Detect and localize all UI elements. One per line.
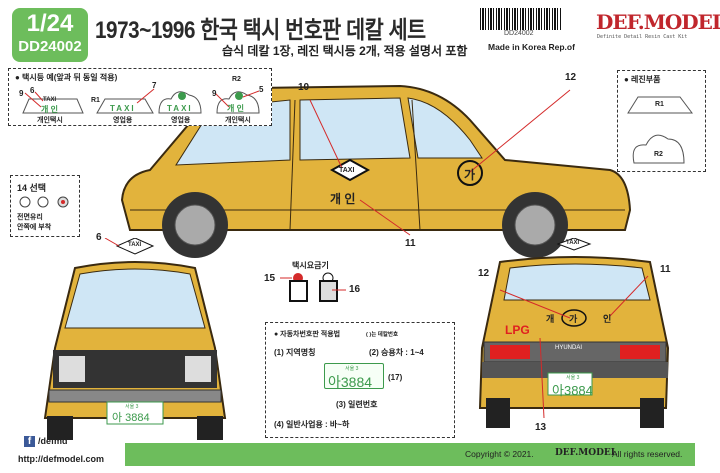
website-link[interactable]: http://defmodel.com (18, 454, 104, 464)
rear-brand: HYUNDAI (555, 345, 583, 351)
rights-text: All rights reserved. (612, 449, 683, 459)
footer-logo: DEF.MODEL (555, 448, 618, 458)
plate-number: 아3884 (328, 374, 373, 390)
meter-heading: 택시요금기 (292, 261, 329, 270)
rear-text-right: 인 (603, 314, 612, 324)
plate-box-note: ( )는 데칼번호 (366, 332, 399, 338)
barcode (480, 8, 562, 30)
taxi-lamp-examples-box: ● 택시등 예(앞과 뒤 동일 적용) 9 6 R1 7 9 R2 5 TAXI… (8, 68, 272, 126)
facebook-icon: f (24, 436, 35, 447)
side-circle-char: 가 (464, 168, 476, 182)
footer-bar: Copyright © 2021. DEF.MODEL All rights r… (125, 443, 695, 466)
rear-callout-12: 12 (478, 268, 490, 279)
rear-lpg-text: LPG (505, 323, 530, 337)
lamp-1-text: 개 인 (41, 105, 58, 114)
lamp-2-text: TAXI (110, 104, 136, 113)
front-lamp-text: TAXI (128, 242, 142, 248)
sticker-icons (19, 196, 69, 208)
rear-circle-char: 가 (569, 314, 578, 324)
rear-callout-13: 13 (535, 422, 547, 433)
side-callout-11: 11 (405, 238, 416, 249)
meter-callout-15: 15 (264, 273, 276, 284)
callout-9: 9 (19, 89, 24, 98)
front-callout-6: 6 (96, 232, 102, 243)
facebook-handle[interactable]: /defmd (38, 436, 68, 446)
page-title: 1973~1996 한국 택시 번호판 데칼 세트 (95, 17, 426, 44)
front-plate-top: 서울 3 (125, 404, 139, 410)
lamp-3-text: TAXI (167, 104, 193, 113)
resin-parts-box: ● 레진부품 R1 R2 (617, 70, 706, 172)
selection-note-2: 안쪽에 부착 (17, 224, 52, 231)
plate-item-3: (3) 일련번호 (336, 400, 378, 409)
callout-6: 6 (30, 86, 35, 95)
plate-region: 서울 3 (345, 366, 359, 372)
callout-7: 7 (152, 81, 157, 90)
callout-5: 5 (259, 85, 264, 94)
lamp-1-top: TAXI (43, 97, 57, 103)
copyright-text: Copyright © 2021. (465, 449, 534, 459)
lamp-2-caption: 영업용 (113, 117, 133, 124)
taxi-meter-icons (280, 272, 346, 302)
product-code: DD24002 (18, 38, 82, 55)
scale-label: 1/24 (26, 10, 74, 37)
resin-box-heading: ● 레진부품 (624, 75, 661, 84)
plate-box-heading: ● 자동차번호판 적용법 (274, 331, 341, 338)
resin-part-r1: R1 (655, 101, 664, 108)
plate-item-4: (4) 일반사업용 : 바~하 (274, 420, 350, 429)
meter-callout-16: 16 (349, 284, 361, 295)
callout-r2: R2 (232, 76, 241, 83)
lamp-4-caption: 개인택시 (225, 117, 251, 124)
side-callout-10: 10 (298, 82, 310, 93)
lamp-3-caption: 영업용 (171, 117, 191, 124)
lamp-box-heading: ● 택시등 예(앞과 뒤 동일 적용) (15, 73, 118, 82)
rear-plate-top: 서울 3 (566, 375, 580, 381)
brand-tagline: Definite Detail Resin Cast Kit (597, 34, 688, 40)
resin-part-shapes (627, 96, 693, 164)
side-diamond-taxi: TAXI (339, 167, 355, 174)
rear-callout-11: 11 (660, 264, 671, 275)
made-in-label: Made in Korea Rep.of (488, 42, 575, 52)
selection-heading: 14 선택 (17, 183, 47, 193)
rear-view-car (478, 238, 670, 428)
plate-item-1: (1) 지역명칭 (274, 348, 316, 357)
front-plate-number: 아 3884 (112, 412, 150, 424)
subtitle: 습식 데칼 1장, 레진 택시등 2개, 적용 설명서 포함 (222, 44, 468, 58)
plate-instructions-box: ● 자동차번호판 적용법 ( )는 데칼번호 (1) 지역명칭 (2) 승용차 … (265, 322, 455, 438)
plate-item-17: (17) (388, 373, 403, 382)
selection-note-1: 전면유리 (17, 214, 43, 221)
side-callout-12: 12 (565, 72, 577, 83)
lamp-4-text: 개 인 (227, 104, 244, 113)
barcode-number: DD24002 (504, 30, 534, 37)
callout-9b: 9 (212, 89, 217, 98)
selection-14-box: 14 선택 전면유리 안쪽에 부착 (10, 175, 80, 237)
resin-part-r2: R2 (654, 151, 663, 158)
lamp-shapes (22, 88, 260, 114)
scale-badge: 1/24 DD24002 (12, 8, 88, 62)
plate-diagram: 서울 3 아3884 (324, 363, 384, 390)
rear-lamp-text: TAXI (566, 240, 580, 246)
rear-text-left: 개 (546, 314, 555, 324)
callout-r1: R1 (91, 97, 100, 104)
brand-logo: DEF.MODEL (596, 10, 720, 34)
plate-item-2: (2) 승용차 : 1~4 (369, 348, 424, 357)
side-door-text: 개 인 (330, 192, 356, 206)
front-view-car (43, 238, 227, 440)
rear-plate-number: 아3884 (552, 383, 593, 398)
lamp-1-caption: 개인택시 (37, 117, 63, 124)
